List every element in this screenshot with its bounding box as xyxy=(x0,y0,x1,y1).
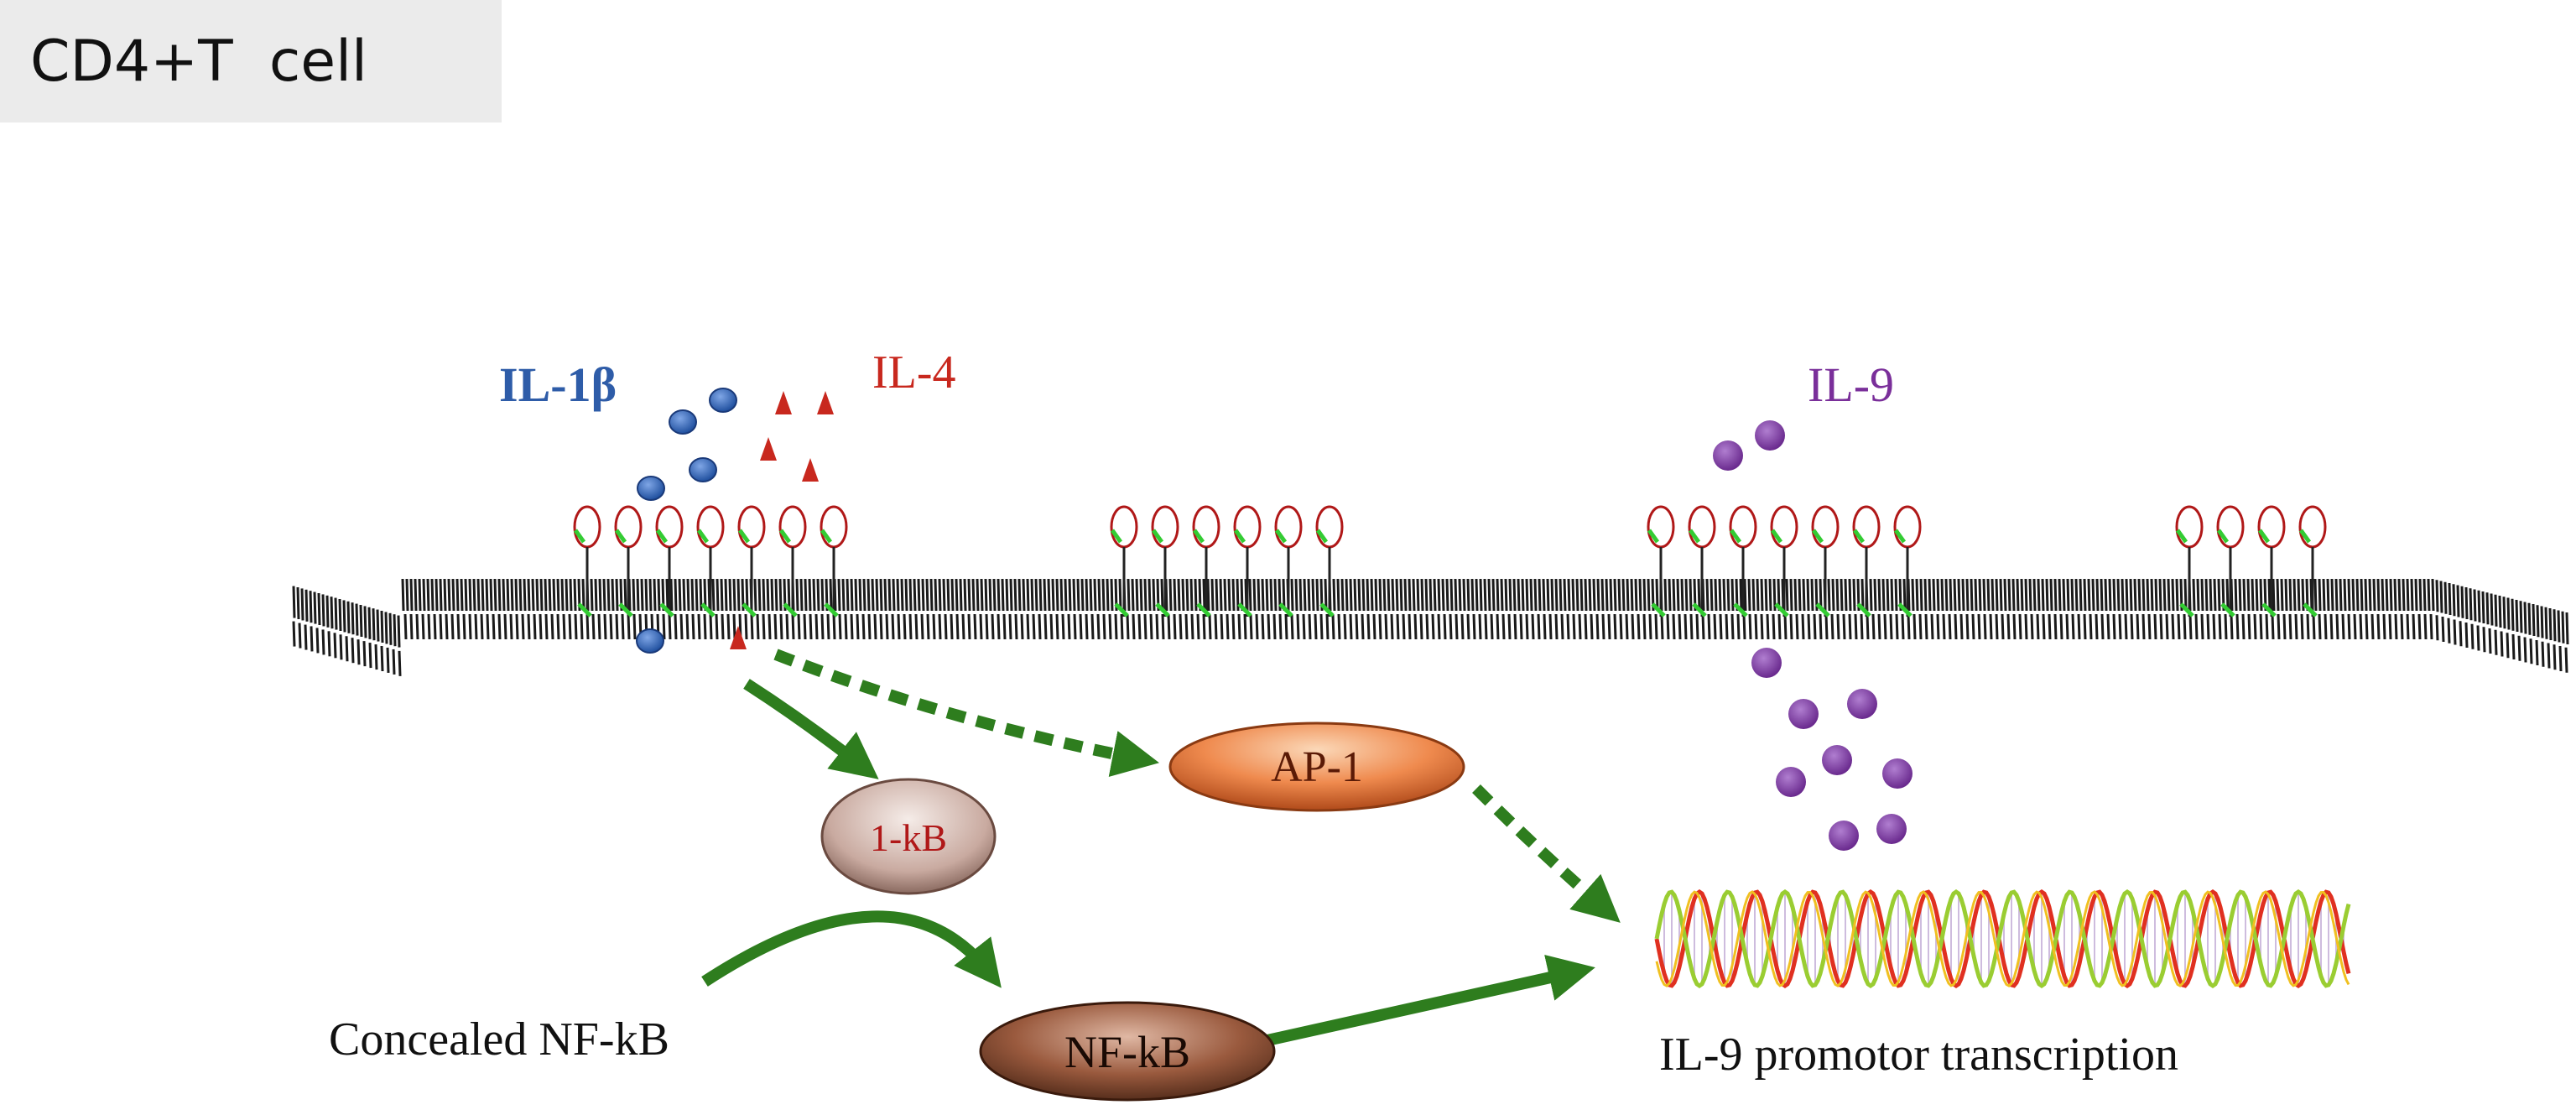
receptor-tail xyxy=(1729,529,1748,617)
receptor-tail xyxy=(1192,529,1211,617)
il1b-molecule xyxy=(669,409,697,435)
il1b-molecule xyxy=(637,476,665,501)
dna-helix xyxy=(1654,888,2351,989)
arrow-receptor-to-ikb xyxy=(743,679,879,779)
receptor-head xyxy=(1811,505,1840,549)
receptor-tail xyxy=(737,529,757,617)
receptor-head xyxy=(1770,505,1798,549)
ikb-label: 1-kB xyxy=(870,816,947,859)
receptor-tail xyxy=(614,529,633,617)
concealed-nfkb-label: Concealed NF-kB xyxy=(329,1013,669,1066)
receptor-head xyxy=(778,505,807,549)
receptor-tail xyxy=(573,529,592,617)
il4-molecule xyxy=(802,458,819,482)
receptor-head xyxy=(1647,505,1675,549)
receptor-head xyxy=(820,505,848,549)
arrow-ap1-to-dna xyxy=(1472,784,1621,923)
il9-label: IL-9 xyxy=(1808,357,1894,412)
nfkb-node xyxy=(979,1001,1276,1102)
receptor-head xyxy=(1192,505,1220,549)
receptor-head xyxy=(2175,505,2204,549)
il9-molecule xyxy=(1751,648,1782,678)
receptor-tail xyxy=(2298,529,2318,617)
cytokine-molecules xyxy=(636,388,1912,851)
receptor-head xyxy=(696,505,725,549)
receptor-head xyxy=(1315,505,1344,549)
receptor-clusters xyxy=(573,505,2327,617)
receptor-head xyxy=(1274,505,1303,549)
il9-molecule xyxy=(1776,767,1806,797)
receptor-tail xyxy=(2175,529,2194,617)
receptor-head xyxy=(1852,505,1881,549)
cell-membrane xyxy=(292,578,2569,676)
il1b-molecule xyxy=(636,628,664,654)
il9-molecule xyxy=(1882,758,1912,789)
receptor-tail xyxy=(1852,529,1871,617)
receptor-head xyxy=(655,505,684,549)
promotor-label: IL-9 promotor transcription xyxy=(1659,1029,2178,1081)
il1b-molecule xyxy=(689,457,717,482)
receptor-tail xyxy=(1770,529,1789,617)
il4-label: IL-4 xyxy=(872,346,956,399)
il9-molecule xyxy=(1829,821,1859,851)
receptor-head xyxy=(1151,505,1179,549)
receptor-tail xyxy=(2257,529,2277,617)
cell-title: CD4+T cell xyxy=(30,29,367,95)
title-box: CD4+T cell xyxy=(0,0,502,122)
receptor-head xyxy=(1688,505,1716,549)
receptor-head xyxy=(2216,505,2245,549)
ap1-node xyxy=(1168,722,1465,812)
arrow-concealed-to-nfkb xyxy=(701,910,1002,988)
receptor-head xyxy=(2257,505,2286,549)
membrane-lipids xyxy=(292,578,2569,648)
receptor-head xyxy=(1893,505,1922,549)
receptor-tail xyxy=(2216,529,2235,617)
il4-molecule xyxy=(760,437,777,461)
membrane-lipids-inner xyxy=(292,613,2568,676)
il4-molecule xyxy=(775,391,792,414)
receptor-tail xyxy=(1688,529,1707,617)
receptor-tail xyxy=(1151,529,1170,617)
il4-molecule xyxy=(817,391,834,414)
receptor-tail xyxy=(1274,529,1293,617)
ap1-label: AP-1 xyxy=(1271,743,1363,791)
il9-molecule xyxy=(1755,420,1785,451)
arrow-receptor-to-ap1 xyxy=(773,649,1159,778)
receptor-head xyxy=(1729,505,1757,549)
receptor-head xyxy=(614,505,643,549)
receptor-head xyxy=(737,505,766,549)
il9-molecule xyxy=(1713,440,1743,471)
receptor-tail xyxy=(1315,529,1335,617)
ikb-node xyxy=(820,778,997,895)
dna-strand-green xyxy=(1654,888,2351,989)
il1b-label: IL-1β xyxy=(499,357,617,412)
receptor-tail xyxy=(1893,529,1912,617)
nfkb-label: NF-kB xyxy=(1064,1027,1190,1077)
receptor-tail xyxy=(778,529,798,617)
receptor-tail xyxy=(655,529,674,617)
receptor-tail xyxy=(1811,529,1830,617)
arrow-nfkb-to-dna xyxy=(1236,954,1595,1053)
receptor-head xyxy=(1233,505,1262,549)
dna-strand-yellow xyxy=(1655,890,2350,987)
receptor-head xyxy=(1110,505,1138,549)
il9-molecule xyxy=(1876,814,1907,844)
receptor-tail xyxy=(820,529,839,617)
receptor-head xyxy=(2298,505,2327,549)
il1b-molecule xyxy=(709,388,737,413)
receptor-tail xyxy=(1233,529,1252,617)
receptor-tail xyxy=(1110,529,1129,617)
il9-molecule xyxy=(1822,745,1852,775)
dna-strand-red xyxy=(1654,888,2351,989)
il9-molecule xyxy=(1788,699,1819,729)
il4-molecule xyxy=(730,626,747,649)
receptor-head xyxy=(573,505,601,549)
receptor-tail xyxy=(696,529,716,617)
il9-molecule xyxy=(1847,689,1877,719)
receptor-tail xyxy=(1647,529,1666,617)
